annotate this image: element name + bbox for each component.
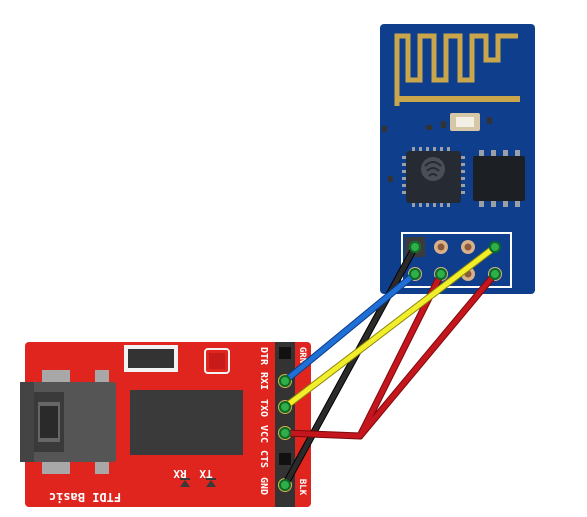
tx-led — [206, 478, 216, 487]
rx-label: RX — [173, 467, 187, 480]
esp-module — [380, 24, 535, 294]
usb-connector-icon — [20, 370, 116, 474]
wire-endpoints — [279, 241, 501, 491]
pin-label-gnd: GND — [258, 477, 269, 495]
esp-antenna-icon — [394, 33, 518, 106]
flash-chip — [473, 150, 525, 207]
pin-label-rxi: RXI — [258, 372, 269, 390]
rx-led — [180, 478, 190, 487]
tx-label: TX — [199, 467, 213, 480]
end-label-grn: GRN — [297, 347, 307, 363]
ftdi-chip — [130, 390, 243, 455]
wires — [281, 243, 499, 489]
pin-label-vcc: VCC — [258, 425, 269, 443]
pin-labels: DTR RXI TXO VCC CTS GND GRN BLK — [258, 347, 307, 496]
esp8266-chip — [402, 147, 465, 207]
board-name-label: FTDI Basic — [49, 490, 121, 504]
pin-label-dtr: DTR — [258, 347, 269, 366]
pin-label-cts: CTS — [258, 450, 269, 468]
end-label-blk: BLK — [297, 479, 307, 496]
ftdi-board: TX RX FTDI Basic DTR RXI TXO VCC CTS GND… — [20, 342, 311, 507]
pin-label-txo: TXO — [258, 399, 269, 417]
